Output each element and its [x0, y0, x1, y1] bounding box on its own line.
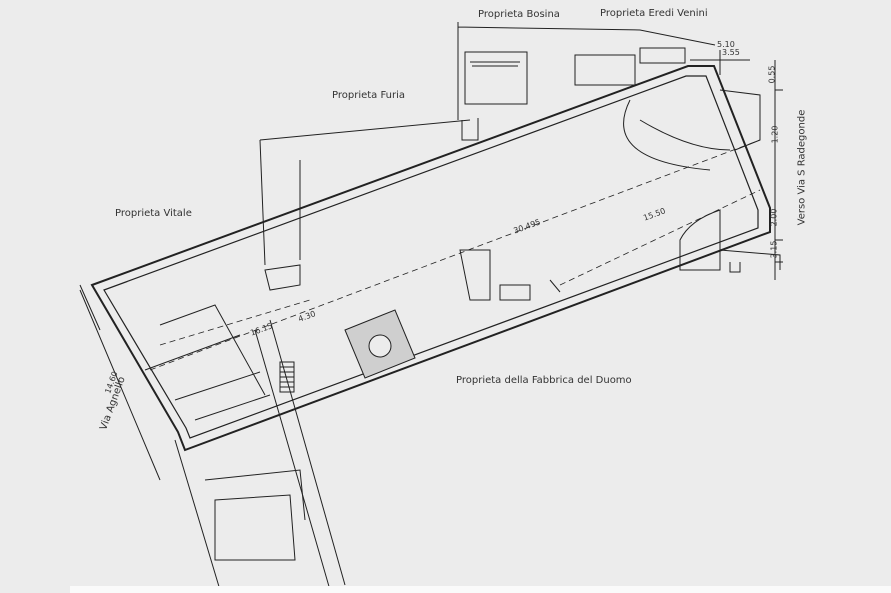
- main-hall-inner-wall: [103, 75, 759, 439]
- curved-apse: [623, 99, 731, 271]
- dimension-3-15: 3.15: [769, 240, 779, 259]
- bosina-room: [464, 51, 528, 105]
- dimension-lines: [149, 139, 761, 371]
- dimension-1-20: 1.20: [770, 125, 780, 144]
- vitale-outline: [79, 284, 306, 591]
- property-bosina-outline: [457, 22, 716, 120]
- label-proprieta-fabbrica-duomo: Proprieta della Fabbrica del Duomo: [456, 375, 632, 386]
- dimension-5-10: 5.10: [717, 40, 735, 49]
- label-proprieta-vitale: Proprieta Vitale: [115, 208, 192, 219]
- dimension-3-55: 3.55: [722, 48, 740, 57]
- furia-outline: [259, 118, 479, 266]
- label-proprieta-bosina: Proprieta Bosina: [478, 9, 560, 20]
- well-icon: [368, 334, 392, 358]
- label-verso-via-s-radegonde: Verso Via S Radegonde: [796, 109, 808, 226]
- dimension-0-55: 0.55: [767, 65, 777, 84]
- dimension-2-00: 2.00: [769, 208, 779, 227]
- right-annex: [719, 89, 781, 273]
- lower-annex: [254, 319, 346, 591]
- label-proprieta-eredi-venini: Proprieta Eredi Venini: [600, 8, 708, 19]
- bottom-margin: [70, 586, 891, 593]
- label-proprieta-furia: Proprieta Furia: [332, 90, 406, 101]
- main-hall-outer-wall: [90, 65, 771, 452]
- interior-walls: [144, 249, 561, 421]
